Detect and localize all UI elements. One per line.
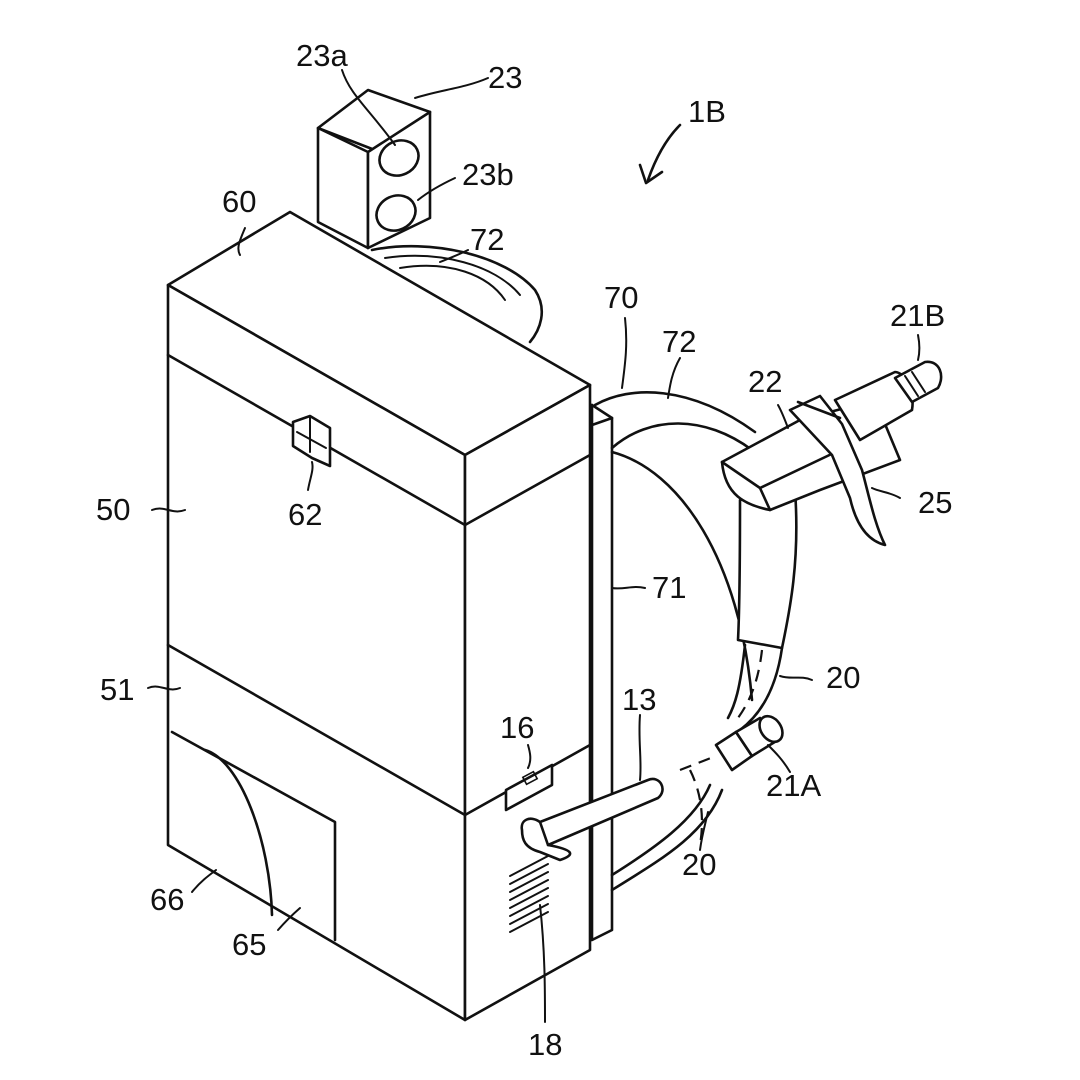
label-66: 66: [150, 882, 184, 917]
label-62: 62: [288, 497, 322, 532]
label-65: 65: [232, 927, 266, 962]
label-20-upper: 20: [826, 660, 860, 695]
label-13: 13: [622, 682, 656, 717]
latch-62: [291, 414, 332, 468]
label-72-mid: 72: [662, 324, 696, 359]
label-21A: 21A: [766, 768, 821, 803]
label-60: 60: [222, 184, 256, 219]
cable-70: [593, 391, 757, 892]
door-65: [170, 730, 337, 942]
control-box-23: [316, 88, 432, 250]
label-23b: 23b: [462, 157, 514, 192]
display-16: [504, 763, 554, 812]
label-71: 71: [652, 570, 686, 605]
label-51: 51: [100, 672, 134, 707]
connector-21A: [679, 714, 784, 772]
label-21B: 21B: [890, 298, 945, 333]
main-housing: [166, 210, 592, 1022]
label-16: 16: [500, 710, 534, 745]
label-22: 22: [748, 364, 782, 399]
label-50: 50: [96, 492, 130, 527]
spray-gun-22: [720, 360, 943, 650]
handle-13: [520, 777, 664, 862]
label-23a: 23a: [296, 38, 348, 73]
vent-18: [509, 855, 549, 933]
label-70: 70: [604, 280, 638, 315]
assembly-arrow-1B: [638, 123, 682, 185]
back-plate-71: [590, 403, 614, 942]
cable-coil-72: [370, 244, 544, 344]
leader-lines: [147, 69, 921, 1023]
label-1B: 1B: [688, 94, 726, 129]
label-20-lower: 20: [682, 847, 716, 882]
label-18: 18: [528, 1027, 562, 1062]
label-25: 25: [918, 485, 952, 520]
label-23: 23: [488, 60, 522, 95]
label-72-top: 72: [470, 222, 504, 257]
reference-labels: 23a 23 23b 1B 60 72 70 72 21B 22 50 62 2…: [96, 38, 952, 1062]
